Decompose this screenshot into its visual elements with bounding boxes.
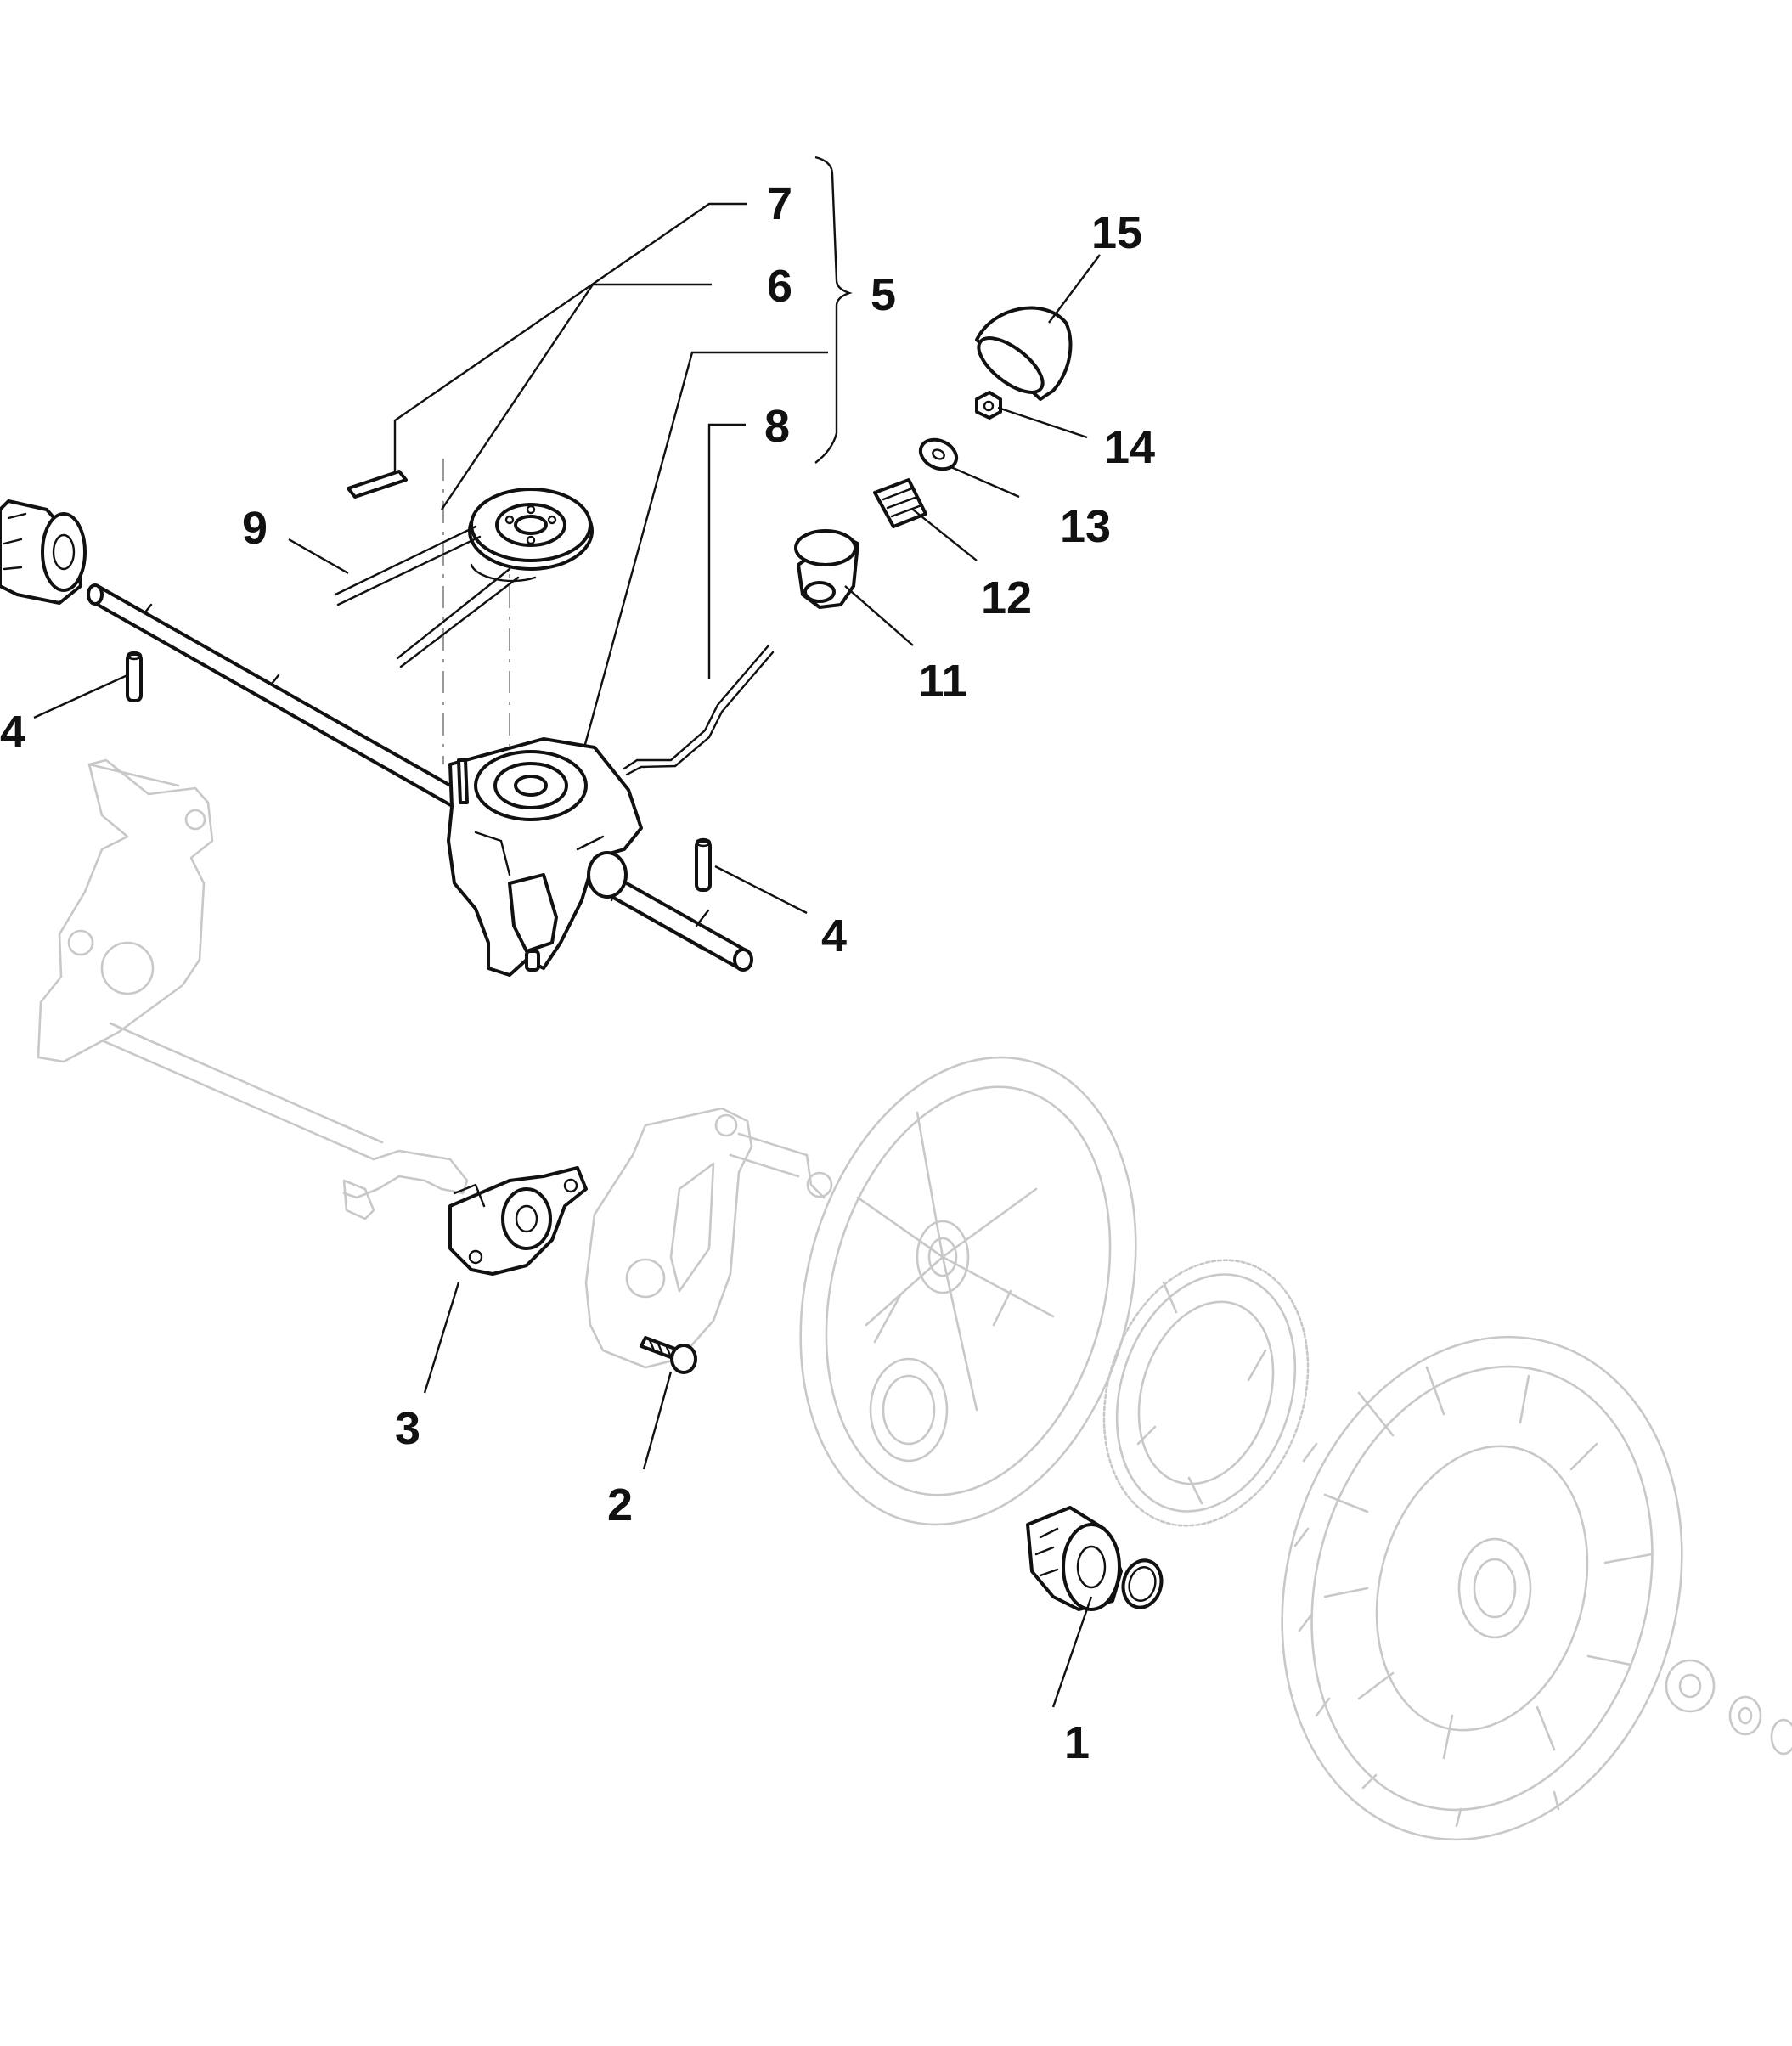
callout-3: 3	[395, 1403, 420, 1454]
drive-shaft	[87, 583, 753, 972]
key-pin-7	[347, 470, 408, 499]
ghost-rear-wheel	[1281, 1335, 1683, 1841]
callout-5: 5	[871, 269, 896, 320]
pin-4-right	[695, 837, 712, 892]
callout-labels: 1 2 3 4 4 5 6 7 8 9 11 12 13 14 15	[0, 178, 1155, 1768]
screw-2	[640, 1336, 697, 1374]
group-brace-5	[814, 155, 853, 464]
callout-9: 9	[242, 503, 268, 554]
cable-adjuster-11	[794, 529, 859, 609]
washer-13	[918, 437, 959, 471]
pulley-6	[468, 488, 594, 571]
callout-14: 14	[1104, 422, 1155, 473]
spring-12	[873, 478, 927, 528]
callout-12: 12	[981, 572, 1032, 623]
pin-4-left	[126, 651, 143, 702]
control-rod-8	[623, 644, 775, 776]
nut-14	[975, 391, 1002, 420]
callout-4-left: 4	[0, 707, 25, 758]
pinion-gear-left	[0, 499, 87, 605]
callout-11: 11	[918, 656, 966, 707]
ghost-washers	[1665, 1659, 1792, 1756]
callout-8: 8	[764, 401, 790, 452]
callout-15: 15	[1091, 207, 1142, 258]
knob-cap-15	[975, 306, 1073, 401]
leader-lines	[33, 202, 1101, 1708]
callout-4-right: 4	[821, 910, 847, 961]
callout-7: 7	[767, 178, 792, 229]
pinion-gear-1	[1026, 1506, 1123, 1611]
ghost-wheel-hub-cover	[799, 1056, 1137, 1526]
belt-9	[334, 525, 537, 668]
callout-13: 13	[1060, 501, 1111, 552]
callout-6: 6	[767, 261, 792, 312]
circlip-1	[1121, 1558, 1164, 1609]
callout-2: 2	[607, 1480, 633, 1530]
ghost-chassis-frame	[37, 758, 469, 1220]
callout-1: 1	[1064, 1717, 1090, 1768]
gearbox	[447, 737, 643, 977]
ghost-gear-ring	[1102, 1259, 1310, 1527]
ghost-axle-bracket	[584, 1107, 833, 1369]
bearing-support-3	[448, 1166, 588, 1276]
